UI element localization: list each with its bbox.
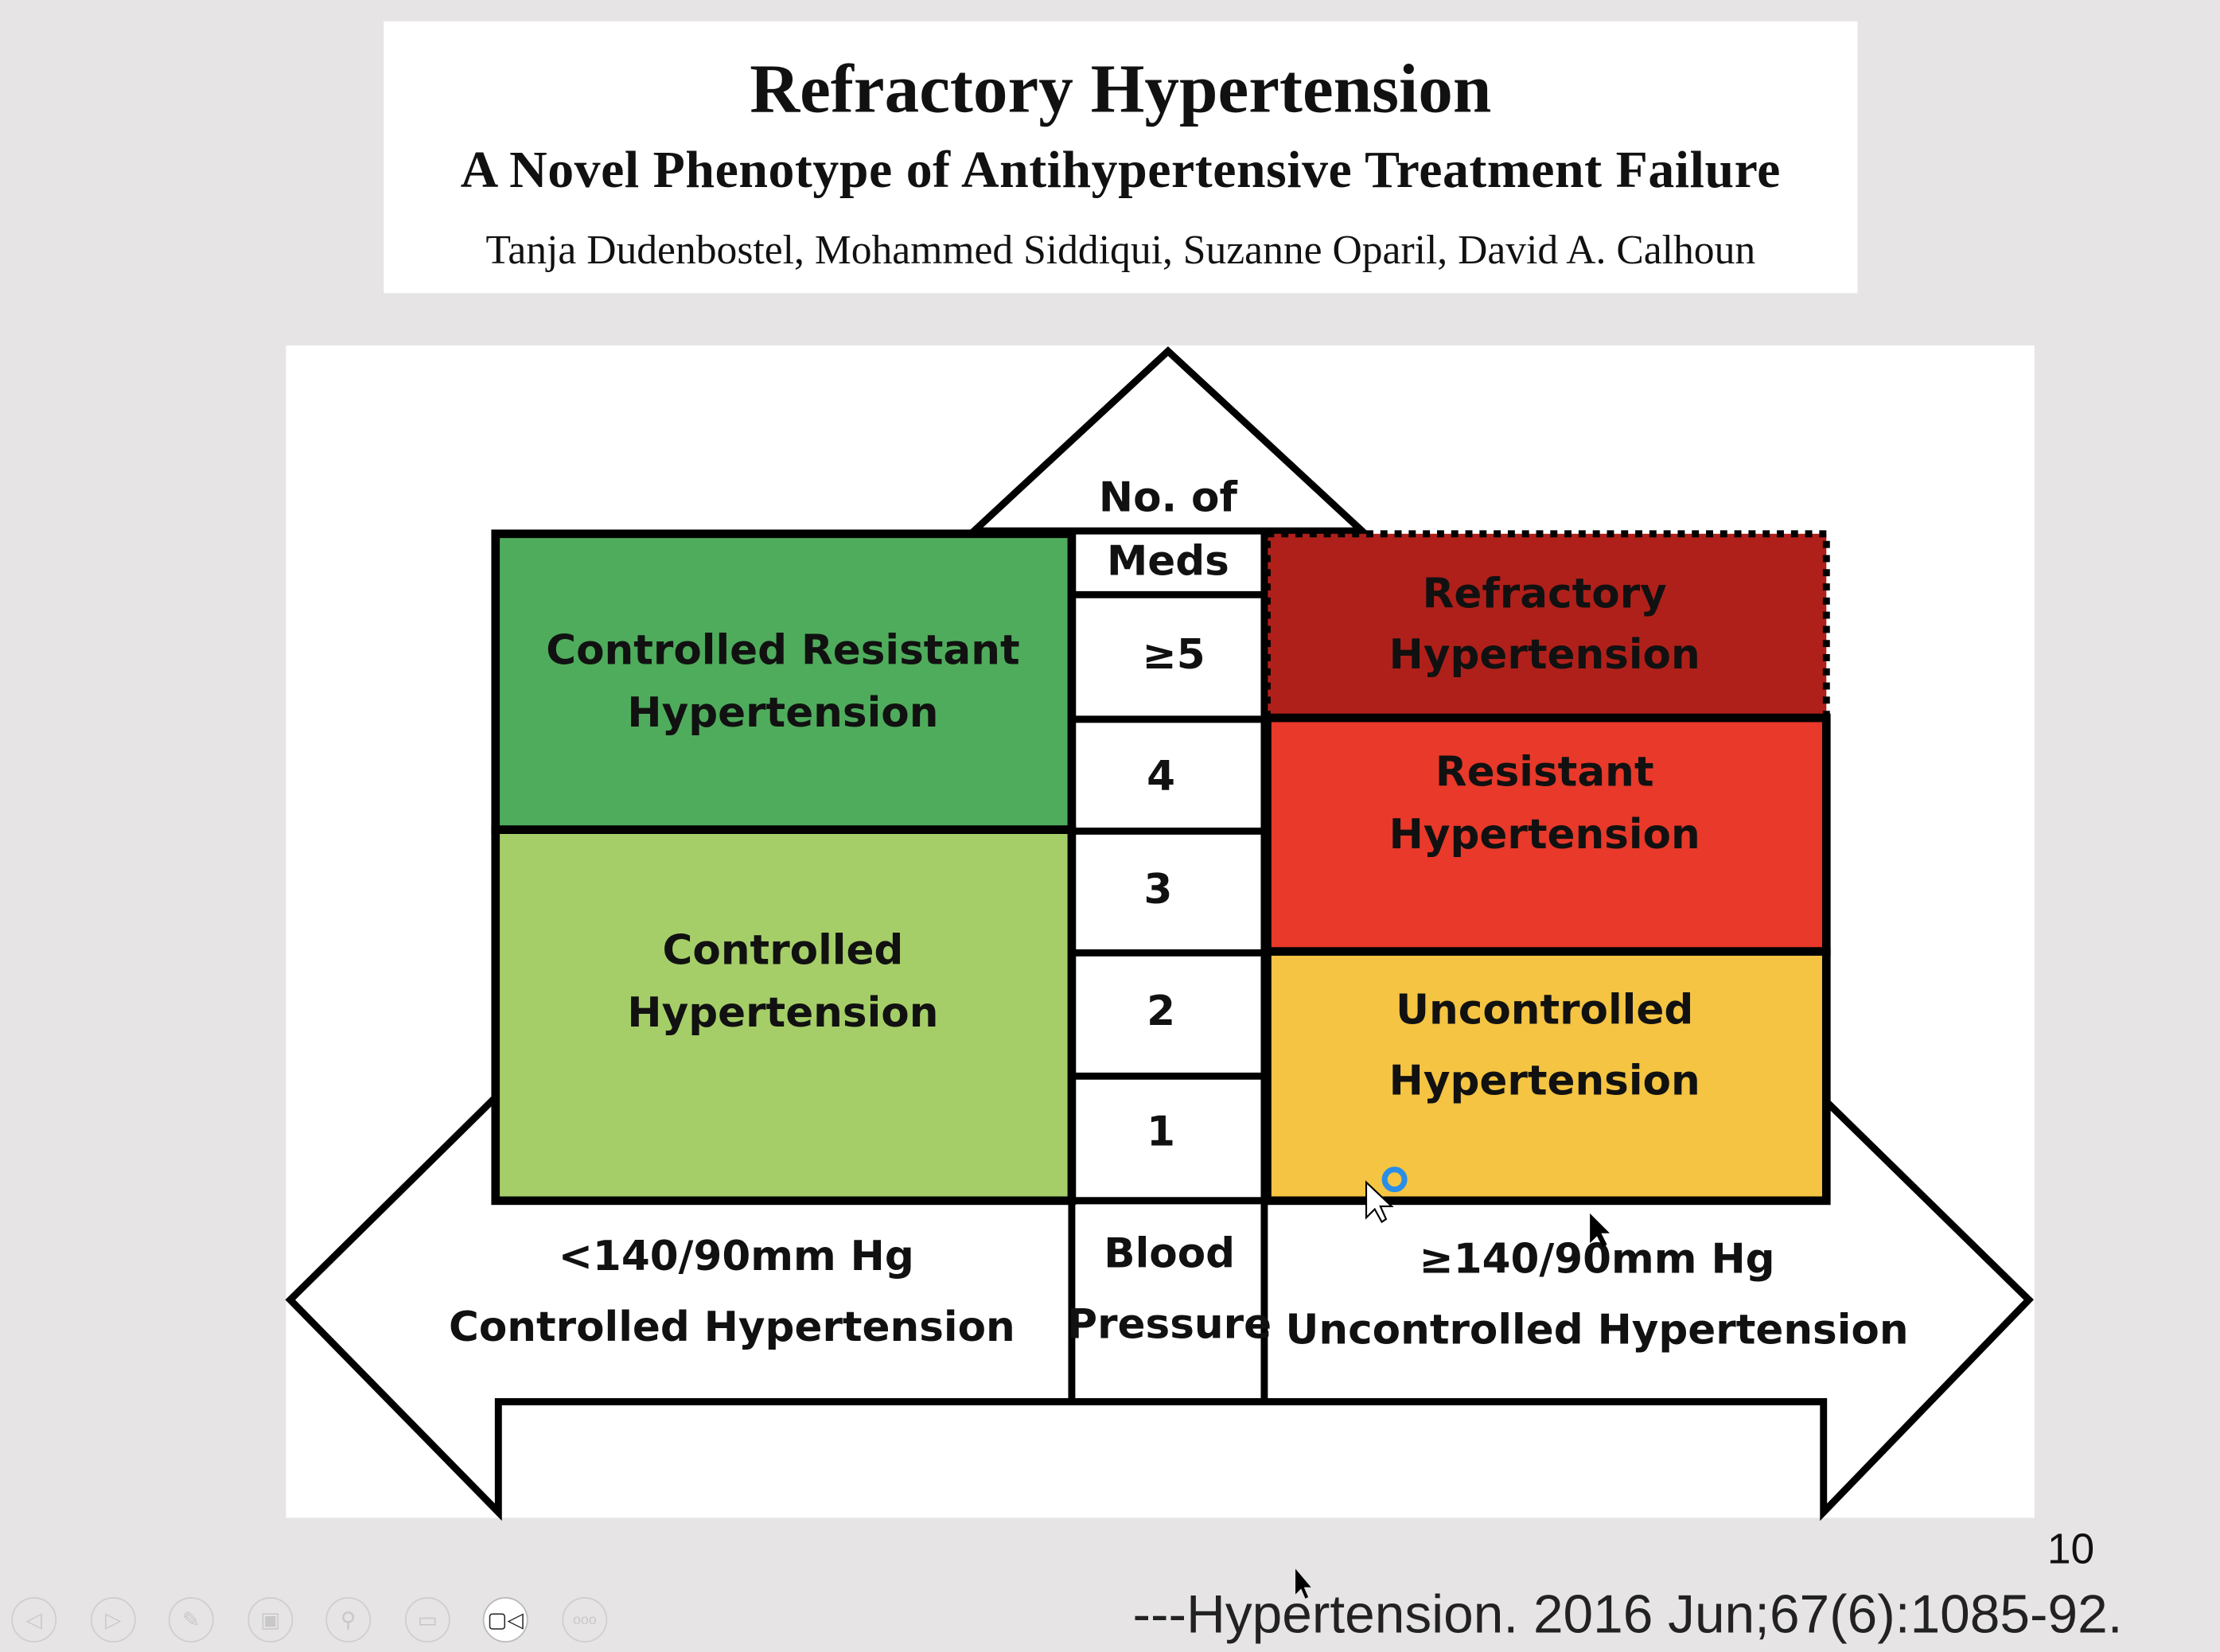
meds-level: 3 bbox=[1144, 866, 1173, 914]
controlled-box bbox=[491, 825, 1077, 1206]
click-indicator-icon bbox=[1381, 1167, 1408, 1193]
camera-button[interactable]: ▢◁ bbox=[482, 1597, 528, 1642]
zoom-icon: ⚲ bbox=[340, 1608, 356, 1633]
page-number: 10 bbox=[2047, 1526, 2095, 1573]
meds-header-line1: No. of bbox=[1099, 473, 1238, 521]
refractory-label: Refractory bbox=[1423, 570, 1667, 618]
meds-level: 1 bbox=[1147, 1108, 1175, 1155]
controlled-label: Hypertension bbox=[627, 989, 938, 1037]
camera-icon: ▢◁ bbox=[487, 1608, 524, 1633]
previous-icon: ◁ bbox=[25, 1608, 42, 1633]
resistant-label: Resistant bbox=[1435, 749, 1654, 797]
refractory-label: Hypertension bbox=[1389, 631, 1700, 679]
more-button[interactable]: ooo bbox=[562, 1597, 608, 1642]
pen-icon: ✎ bbox=[182, 1608, 201, 1633]
next-icon: ▷ bbox=[105, 1608, 122, 1633]
meds-level: 2 bbox=[1147, 988, 1175, 1035]
slides-button[interactable]: ▣ bbox=[247, 1597, 294, 1642]
subtitles-button[interactable]: ▭ bbox=[404, 1597, 450, 1642]
slides-icon: ▣ bbox=[260, 1608, 281, 1633]
meds-scale bbox=[1068, 533, 1268, 1402]
title-block: Refractory Hypertension A Novel Phenotyp… bbox=[384, 21, 1858, 294]
previous-button[interactable]: ◁ bbox=[11, 1597, 57, 1642]
controlled-resistant-label: Hypertension bbox=[627, 689, 938, 737]
cursor-icon bbox=[1590, 1213, 1610, 1248]
left-bp-label: Controlled Hypertension bbox=[449, 1303, 1015, 1351]
citation: ---Hypertension. 2016 Jun;67(6):1085-92. bbox=[1132, 1585, 2123, 1646]
left-bp-label: <140/90mm Hg bbox=[559, 1233, 914, 1280]
controlled-resistant-box bbox=[491, 529, 1077, 835]
bp-header-line2: Pressure bbox=[1067, 1300, 1272, 1348]
subtitles-icon: ▭ bbox=[417, 1608, 438, 1633]
meds-level: 4 bbox=[1147, 753, 1175, 801]
resistant-box bbox=[1263, 713, 1831, 957]
slide-subtitle: A Novel Phenotype of Antihypertensive Tr… bbox=[460, 141, 1781, 200]
refractory-box bbox=[1264, 530, 1830, 722]
controlled-resistant-label: Controlled Resistant bbox=[546, 626, 1019, 674]
right-bp-label: ≥140/90mm Hg bbox=[1420, 1236, 1775, 1284]
next-button[interactable]: ▷ bbox=[90, 1597, 136, 1642]
cursor-icon bbox=[1295, 1568, 1311, 1599]
zoom-button[interactable]: ⚲ bbox=[325, 1597, 372, 1642]
right-bp-label: Uncontrolled Hypertension bbox=[1286, 1307, 1909, 1354]
meds-header-line2: Meds bbox=[1107, 537, 1229, 585]
meds-arrow bbox=[964, 346, 1372, 535]
uncontrolled-box bbox=[1263, 947, 1831, 1206]
slide-title: Refractory Hypertension bbox=[750, 49, 1492, 128]
uncontrolled-label: Hypertension bbox=[1389, 1057, 1700, 1105]
cursor-icon bbox=[1365, 1180, 1394, 1224]
more-icon: ooo bbox=[573, 1611, 597, 1628]
pen-button[interactable]: ✎ bbox=[168, 1597, 214, 1642]
bp-header-line1: Blood bbox=[1104, 1229, 1235, 1277]
authors: Tanja Dudenbostel, Mohammed Siddiqui, Su… bbox=[485, 228, 1756, 274]
resistant-label: Hypertension bbox=[1389, 811, 1700, 859]
controlled-label: Controlled bbox=[663, 927, 904, 975]
meds-level: ≥5 bbox=[1142, 631, 1205, 679]
uncontrolled-label: Uncontrolled bbox=[1396, 986, 1693, 1034]
